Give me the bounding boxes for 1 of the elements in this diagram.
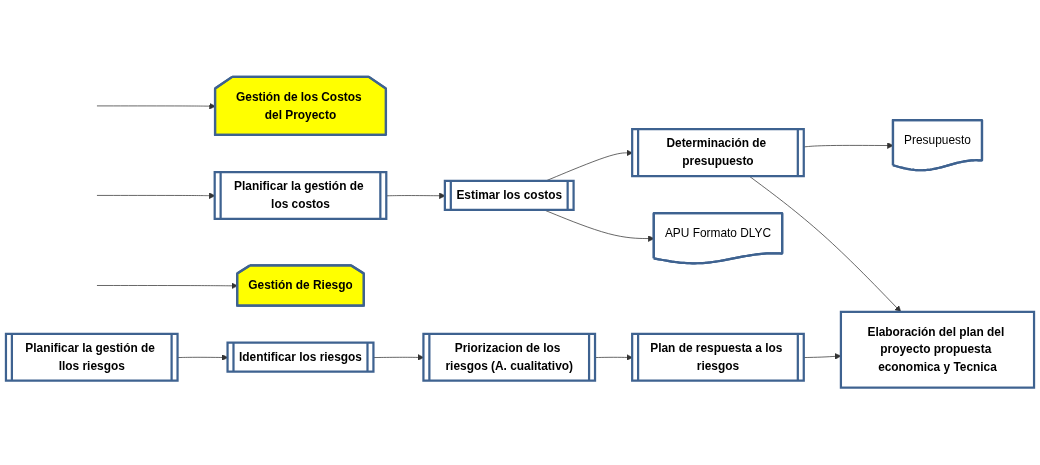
node-box: Elaboración del plan del proyecto propuesta economica y Tecnica <box>839 310 1036 389</box>
